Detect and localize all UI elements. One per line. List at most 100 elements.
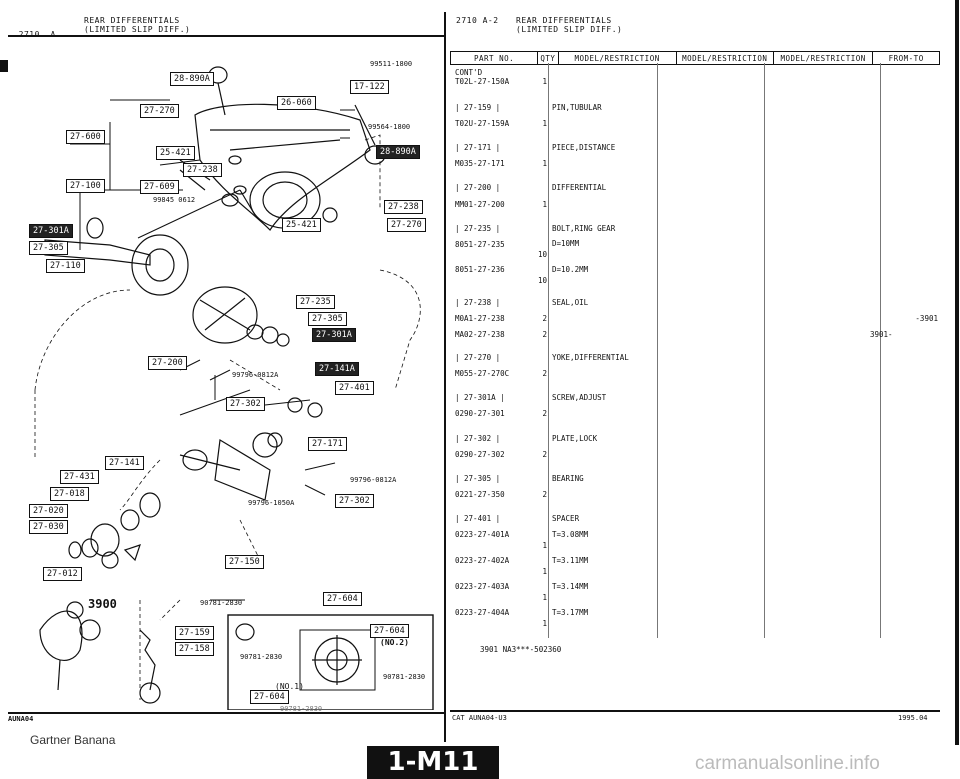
right-page-code: 2710 A-2 bbox=[456, 16, 499, 25]
num-99796-0812a-lower: 99796-0812A bbox=[350, 476, 397, 484]
col-model-2: MODEL/RESTRICTION bbox=[675, 51, 774, 65]
page-divider bbox=[444, 12, 446, 742]
inset-no2: (NO.2) bbox=[380, 638, 409, 647]
num-99796-0812a-upper: 99796-0812A bbox=[232, 371, 279, 379]
row-7-from-to: -3901 bbox=[915, 314, 938, 323]
row-4-box: | 27-235 | bbox=[455, 224, 501, 233]
row-3-qty: 1 bbox=[542, 200, 547, 209]
ref-27-302-upper: 27-302 bbox=[226, 397, 265, 411]
row-9-desc: YOKE,DIFFERENTIAL bbox=[552, 353, 629, 362]
watermark-right[interactable]: carmanualsonline.info bbox=[695, 753, 880, 774]
ref-27-171: 27-171 bbox=[308, 437, 347, 451]
catalog-year: 1995.04 bbox=[898, 714, 928, 722]
table-note: 3901 NA3***-502360 bbox=[480, 645, 562, 654]
row-14-desc: T=3.08MM bbox=[552, 530, 589, 539]
num-3900: 3900 bbox=[88, 597, 117, 611]
ref-27-301a-right: 27-301A bbox=[312, 328, 356, 342]
page-right-edge bbox=[955, 0, 959, 745]
row-13-qty: 1 bbox=[542, 541, 547, 550]
row-9-qty: 2 bbox=[542, 369, 547, 378]
ring-gear bbox=[131, 234, 189, 296]
ref-27-609: 27-609 bbox=[140, 180, 179, 194]
row-10-box: | 27-301A | bbox=[455, 393, 505, 402]
ref-27-270-upper: 27-270 bbox=[140, 104, 179, 118]
ref-27-401: 27-401 bbox=[335, 381, 374, 395]
differential-case bbox=[192, 286, 258, 344]
row-3-desc: DIFFERENTIAL bbox=[552, 183, 607, 192]
right-page-title: REAR DIFFERENTIALS bbox=[516, 16, 612, 25]
col-sep-2 bbox=[657, 63, 658, 638]
row-13-part-no: 0223-27-401A bbox=[455, 530, 510, 539]
pinion-shaft bbox=[44, 239, 151, 266]
row-4-desc: BOLT,RING GEAR bbox=[552, 224, 616, 233]
ref-27-604-inset: 27-604 bbox=[370, 624, 409, 638]
row-0-box: CONT'D bbox=[455, 68, 483, 77]
col-sep-3 bbox=[764, 63, 765, 638]
row-1-qty: 1 bbox=[542, 119, 547, 128]
ref-25-421-upper: 25-421 bbox=[156, 146, 195, 160]
ref-26-060: 26-060 bbox=[277, 96, 316, 110]
row-3-box: | 27-200 | bbox=[455, 183, 501, 192]
row-1-part-no: T02U-27-159A bbox=[455, 119, 510, 128]
ref-27-110: 27-110 bbox=[46, 259, 85, 273]
row-7-qty: 2 bbox=[542, 314, 547, 323]
num-99564-1800: 99564-1800 bbox=[368, 123, 411, 131]
ref-27-141: 27-141 bbox=[105, 456, 144, 470]
ref-27-020: 27-020 bbox=[29, 504, 68, 518]
ref-27-302-lower: 27-302 bbox=[335, 494, 374, 508]
row-16-qty: 1 bbox=[542, 593, 547, 602]
row-5-desc: D=10MM bbox=[552, 239, 580, 248]
row-11-part-no: 0290-27-302 bbox=[455, 450, 505, 459]
ref-27-012: 27-012 bbox=[43, 567, 82, 581]
row-9-box: | 27-270 | bbox=[455, 353, 501, 362]
row-2-box: | 27-171 | bbox=[455, 143, 501, 152]
ref-27-301a-left: 27-301A bbox=[29, 224, 73, 238]
row-2-part-no: M035-27-171 bbox=[455, 159, 505, 168]
num-90781-2830-b: 90781-2830 bbox=[240, 653, 283, 661]
ref-27-159: 27-159 bbox=[175, 626, 214, 640]
lsd-unit bbox=[214, 439, 271, 501]
row-6-qty: 10 bbox=[537, 276, 547, 285]
left-page-title: REAR DIFFERENTIALS bbox=[84, 16, 180, 25]
row-16-part-no: 0223-27-403A bbox=[455, 582, 510, 591]
col-sep-1 bbox=[548, 63, 549, 638]
row-0-part-no: T02L-27-150A bbox=[455, 77, 510, 86]
ref-27-431: 27-431 bbox=[60, 470, 99, 484]
row-8-part-no: MA02-27-238 bbox=[455, 330, 505, 339]
row-1-box: | 27-159 | bbox=[455, 103, 501, 112]
row-17-desc: T=3.17MM bbox=[552, 608, 589, 617]
row-15-desc: T=3.11MM bbox=[552, 556, 589, 565]
ref-27-270-right: 27-270 bbox=[387, 218, 426, 232]
footer-rule-right bbox=[450, 710, 940, 712]
row-7-desc: SEAL,OIL bbox=[552, 298, 589, 307]
row-15-qty: 1 bbox=[542, 567, 547, 576]
row-10-qty: 2 bbox=[542, 409, 547, 418]
row-6-desc: D=10.2MM bbox=[552, 265, 589, 274]
ref-25-421-lower: 25-421 bbox=[282, 218, 321, 232]
row-3-part-no: MM01-27-200 bbox=[455, 200, 505, 209]
row-11-desc: PLATE,LOCK bbox=[552, 434, 598, 443]
ref-27-238-right: 27-238 bbox=[384, 200, 423, 214]
ref-27-604-bottom: 27-604 bbox=[250, 690, 289, 704]
row-8-qty: 2 bbox=[542, 330, 547, 339]
num-99511-1800: 99511-1800 bbox=[370, 60, 413, 68]
row-9-part-no: M055-27-270C bbox=[455, 369, 510, 378]
col-sep-4 bbox=[880, 63, 881, 638]
inset-frame bbox=[227, 614, 434, 710]
diagram-code: AUNA04 bbox=[8, 715, 34, 723]
col-from-to: FROM-TO bbox=[872, 51, 940, 65]
col-model-3: MODEL/RESTRICTION bbox=[772, 51, 874, 65]
row-11-box: | 27-302 | bbox=[455, 434, 501, 443]
ref-27-305-right: 27-305 bbox=[308, 312, 347, 326]
ref-17-122: 17-122 bbox=[350, 80, 389, 94]
ref-28-890a-top: 28-890A bbox=[170, 72, 214, 86]
row-12-desc: BEARING bbox=[552, 474, 584, 483]
watermark-left: Gartner Banana bbox=[30, 733, 116, 747]
catalog-code: CAT AUNA04-U3 bbox=[452, 714, 507, 722]
row-17-qty: 1 bbox=[542, 619, 547, 628]
col-part-no: PART NO. bbox=[449, 51, 539, 65]
ref-27-030: 27-030 bbox=[29, 520, 68, 534]
ref-27-018: 27-018 bbox=[50, 487, 89, 501]
binding-mark bbox=[0, 60, 8, 72]
num-90781-2830-a: 90781-2830 bbox=[200, 599, 243, 607]
